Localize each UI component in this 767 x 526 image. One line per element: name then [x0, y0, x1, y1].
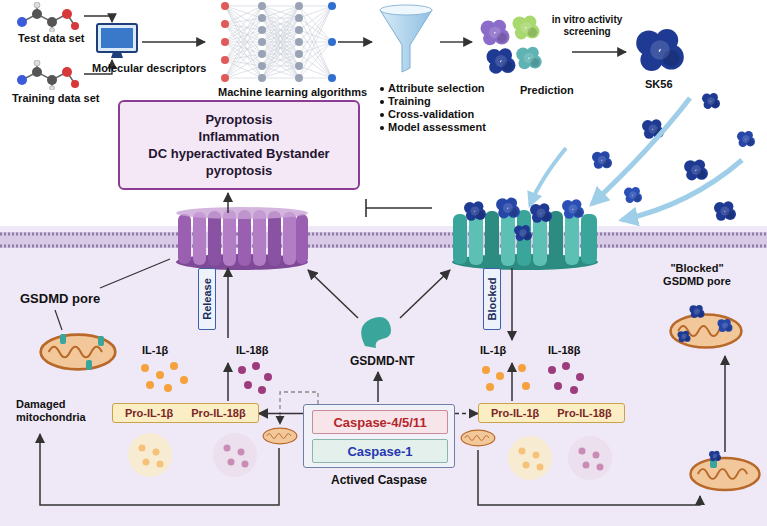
outcome-box: PyroptosisInflammationDC hyperactivated … [118, 100, 360, 190]
step-label: in vitro activity screening [546, 14, 628, 38]
axis-label: Training data set [12, 92, 99, 105]
node-text: DC hyperactivated Bystander pyroptosis [130, 145, 348, 179]
release-box: Release [198, 268, 216, 330]
bullet-item: Model assessment [388, 121, 486, 134]
bullet-item: Training [388, 95, 431, 108]
node-text: Blocked [486, 278, 498, 321]
connector [259, 413, 303, 415]
precursor-box: Pro-IL-1β Pro-IL-18β [478, 403, 625, 423]
step-label: Prediction [520, 84, 574, 97]
structure-label: "Blocked" GSDMD pore [652, 262, 742, 288]
connector [455, 413, 478, 415]
cytokine-label: IL-18β [236, 344, 268, 357]
cytokine-label: IL-1β [142, 344, 168, 357]
structure-label: GSDMD pore [20, 291, 100, 307]
node-text: Release [201, 278, 213, 320]
structure-label: Damaged mitochondria [16, 398, 106, 424]
node-text: Pro-IL-1β [125, 407, 173, 419]
caspase-box: Caspase-1 [312, 439, 448, 463]
compound-name: SK56 [645, 78, 673, 91]
node-text: Inflammation [199, 128, 280, 145]
cytokine-label: IL-18β [548, 344, 580, 357]
node-text: Pro-IL-18β [557, 407, 611, 419]
step-label: Molecular descriptors [92, 62, 206, 75]
step-label: Machine learning algorithms [218, 86, 367, 99]
node-text: Pro-IL-18β [191, 407, 245, 419]
cytokine-label: IL-1β [480, 344, 506, 357]
node-text: Caspase-1 [347, 444, 412, 459]
group-heading: Actived Caspase [284, 473, 474, 487]
node-text: Caspase-4/5/11 [333, 415, 426, 430]
node-text: Pyroptosis [205, 111, 272, 128]
bullet-item: Attribute selection [388, 82, 485, 95]
protein-label: GSDMD-NT [350, 354, 415, 368]
caspase-box: Caspase-4/5/11 [312, 410, 448, 434]
caspase-group: Actived CaspaseCaspase-4/5/11Caspase-1 [303, 404, 455, 468]
axis-label: Test data set [18, 32, 84, 45]
blocked-box: Blocked [483, 268, 501, 330]
node-text: Pro-IL-1β [491, 407, 539, 419]
bullet-item: Cross-validation [388, 108, 474, 121]
precursor-box: Pro-IL-1β Pro-IL-18β [112, 403, 259, 423]
